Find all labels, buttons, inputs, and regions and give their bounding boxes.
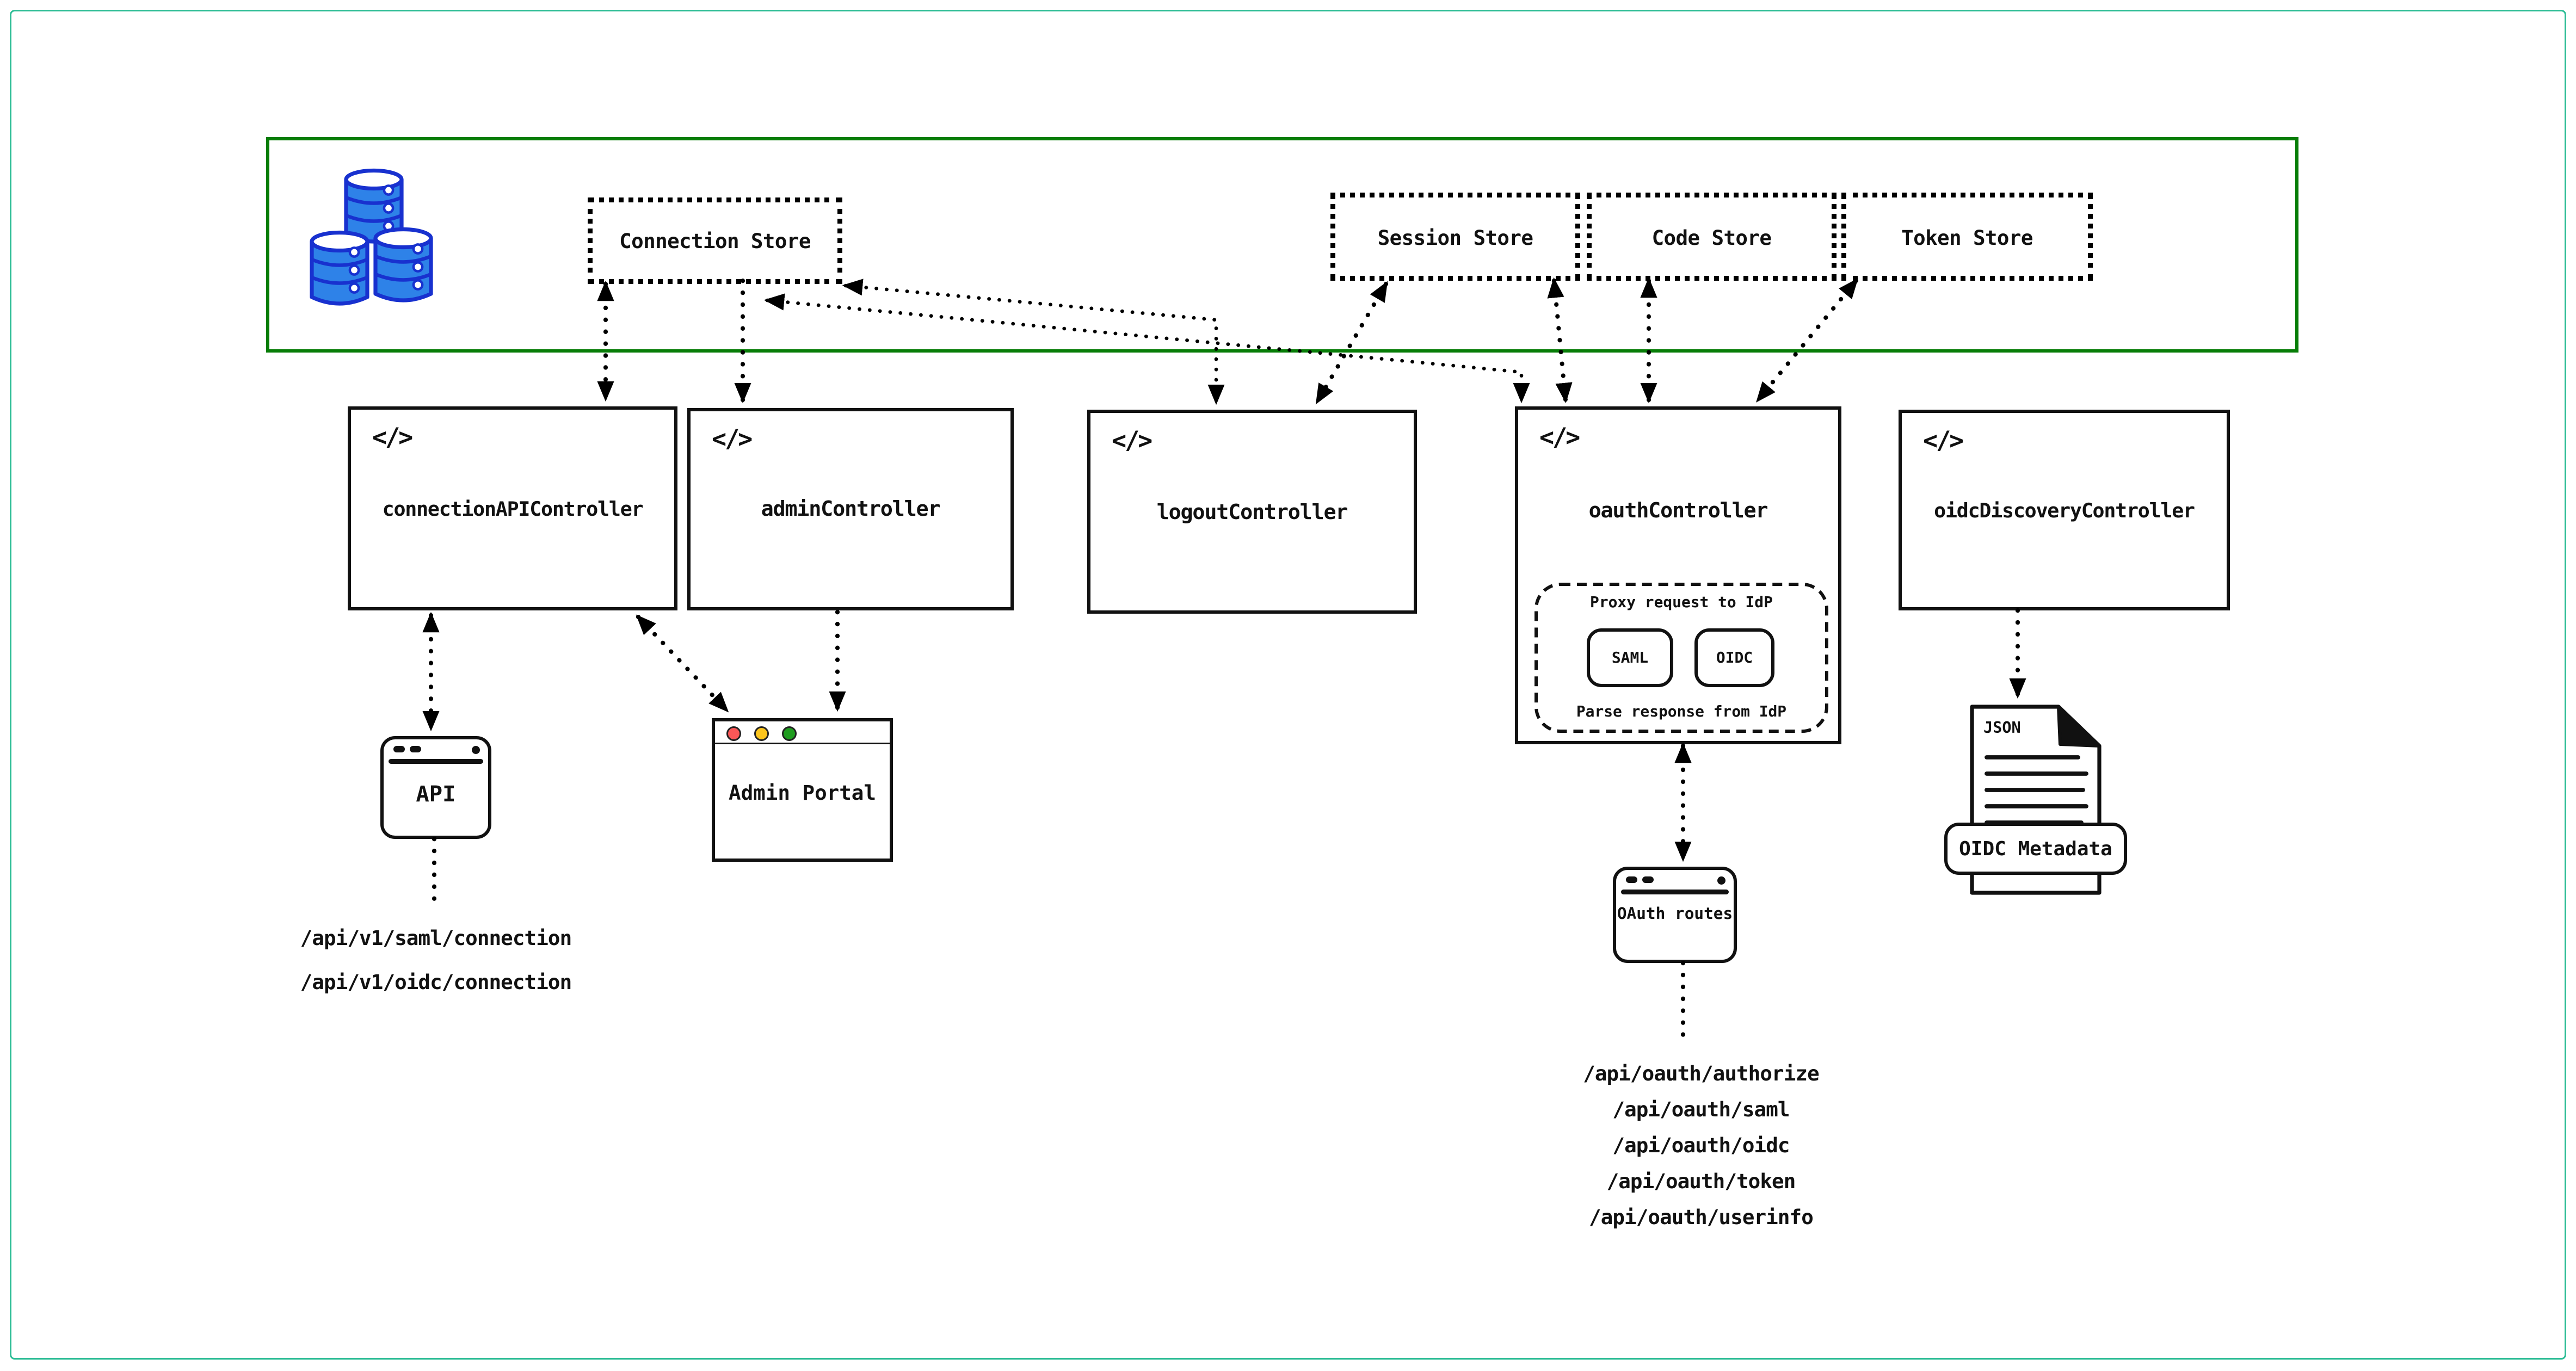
close-traffic-light-icon <box>726 726 741 741</box>
api-window-label: API <box>416 782 456 808</box>
minimize-traffic-light-icon <box>754 726 769 741</box>
logout-controller-label: logoutController <box>1156 501 1348 526</box>
connection-store-box: Connection Store <box>588 197 842 284</box>
proxy-request-label: Proxy request to IdP <box>1590 594 1773 612</box>
admin-portal-label: Admin Portal <box>729 780 876 805</box>
api-endpoint: /api/v1/saml/connection <box>300 925 572 950</box>
arrow-session-store-oauth <box>1547 277 1573 404</box>
token-store-label: Token Store <box>1901 224 2033 249</box>
api-window-icon: API <box>380 736 491 839</box>
code-icon: </> <box>1539 423 1580 452</box>
api-endpoint-list: /api/v1/saml/connection /api/v1/oidc/con… <box>191 916 681 1004</box>
logout-controller-box: </> logoutController <box>1087 410 1417 614</box>
oauth-endpoint: /api/oauth/userinfo <box>1589 1205 1814 1229</box>
oidc-discovery-controller-box: </> oidcDiscoveryController <box>1899 410 2230 610</box>
window-dash-icon <box>1626 876 1637 882</box>
code-store-label: Code Store <box>1651 224 1772 249</box>
connection-api-controller-label: connectionAPIController <box>382 498 644 521</box>
session-store-label: Session Store <box>1377 224 1533 249</box>
oidc-protocol-box: OIDC <box>1694 628 1774 687</box>
window-dot-icon <box>472 745 480 754</box>
api-endpoint: /api/v1/oidc/connection <box>300 969 572 994</box>
code-icon: </> <box>1112 426 1153 455</box>
oidc-label: OIDC <box>1716 649 1753 667</box>
admin-portal-titlebar <box>715 721 890 744</box>
admin-controller-label: adminController <box>761 498 941 522</box>
arrow-token-store-oauth <box>1755 278 1859 403</box>
code-icon: </> <box>1923 426 1964 455</box>
window-dash-icon <box>1642 876 1654 882</box>
oauth-controller-box: </> oauthController Proxy request to IdP… <box>1515 406 1841 744</box>
session-store-box: Session Store <box>1330 193 1580 281</box>
token-store-box: Token Store <box>1841 193 2093 281</box>
oauth-routes-window-icon: OAuth routes <box>1613 867 1737 963</box>
page-border-frame <box>10 10 2566 1360</box>
oauth-routes-titlebar <box>1616 870 1734 894</box>
admin-portal-window: Admin Portal <box>712 718 893 862</box>
oauth-endpoint: /api/oauth/oidc <box>1612 1133 1790 1157</box>
arrow-session-store-logout <box>1315 281 1389 405</box>
oidc-metadata-banner: OIDC Metadata <box>1944 823 2127 875</box>
window-dash-icon <box>410 746 421 752</box>
oidc-metadata-label: OIDC Metadata <box>1959 837 2112 860</box>
arrow-connection-api-to-admin-portal <box>636 614 729 713</box>
saml-protocol-box: SAML <box>1587 628 1673 687</box>
maximize-traffic-light-icon <box>782 726 797 741</box>
window-rule <box>389 759 483 763</box>
oidc-discovery-controller-label: oidcDiscoveryController <box>1934 499 2195 522</box>
code-icon: </> <box>372 423 413 452</box>
window-dot-icon <box>1717 875 1725 884</box>
window-dash-icon <box>393 746 405 752</box>
arrow-connection-store-oauth <box>763 293 1530 404</box>
oauth-endpoint: /api/oauth/authorize <box>1583 1061 1819 1085</box>
connection-api-controller-box: </> connectionAPIController <box>348 406 677 610</box>
database-icon <box>310 168 433 306</box>
code-store-box: Code Store <box>1587 193 1837 281</box>
arrow-connection-store-logout <box>842 279 1225 405</box>
oauth-controller-label: oauthController <box>1588 499 1768 524</box>
api-window-titlebar <box>384 739 488 763</box>
window-rule <box>1621 890 1729 894</box>
idp-proxy-section: Proxy request to IdP SAML OIDC Parse res… <box>1534 583 1828 733</box>
oauth-endpoint: /api/oauth/saml <box>1612 1097 1790 1121</box>
saml-label: SAML <box>1611 649 1649 667</box>
oauth-routes-label: OAuth routes <box>1617 906 1733 924</box>
json-file-type-text: JSON <box>1983 719 2021 737</box>
connection-store-label: Connection Store <box>619 228 811 253</box>
code-icon: </> <box>712 424 753 454</box>
oauth-endpoint-list: /api/oauth/authorize /api/oauth/saml /ap… <box>1456 1056 1946 1236</box>
oauth-endpoint: /api/oauth/token <box>1606 1169 1796 1193</box>
admin-controller-box: </> adminController <box>687 408 1014 610</box>
parse-response-label: Parse response from IdP <box>1576 703 1787 721</box>
